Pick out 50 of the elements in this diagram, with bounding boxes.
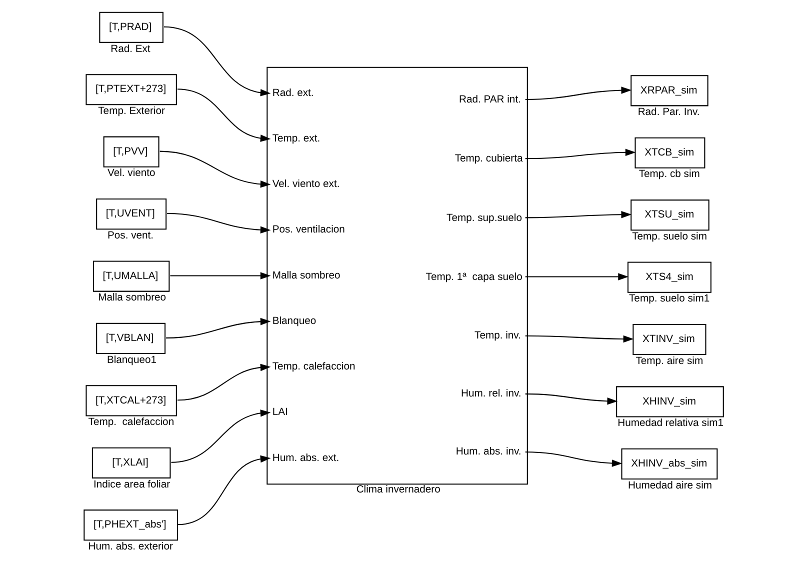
arrow bbox=[164, 26, 271, 96]
node-box: [T,XLAI] bbox=[92, 447, 171, 478]
node-label: Hum. abs. exterior bbox=[88, 541, 173, 552]
node-label: Temp. cb sim bbox=[638, 169, 700, 180]
node-label: Malla sombreo bbox=[98, 292, 166, 304]
arrow bbox=[177, 455, 271, 526]
arrow bbox=[167, 213, 271, 234]
node-label: Clima invernadero bbox=[356, 484, 440, 496]
arrow bbox=[525, 210, 632, 218]
node-label: Rad. Par. Inv. bbox=[638, 107, 700, 118]
node-box: [T,PHEXT_abs'] bbox=[84, 510, 178, 541]
node-box: Rad. ext. Temp. ext. Vel. viento ext. Pos. ventilacion Malla sombreo Blanqueo Temp. calefaccion LAI Hum. abs. ext. Rad. PAR int. Temp. cubierta Temp. sup.suelo Temp. 1ª capa suelo Temp. inv. Hum. rel. inv. Hum. abs. inv. bbox=[266, 66, 528, 485]
arrow bbox=[525, 148, 636, 160]
node-box: XHINV_sim bbox=[616, 386, 724, 418]
node-label: Temp. suelo sim bbox=[632, 231, 707, 242]
node-box: [T,PTEXT+273] bbox=[86, 74, 177, 106]
node-box: XTINV_sim bbox=[632, 324, 706, 356]
arrow bbox=[525, 86, 632, 100]
node-box: [T,VBLAN] bbox=[96, 322, 166, 354]
node-box: [T,PRAD] bbox=[99, 12, 164, 43]
node-box: [T,XTCAL+273] bbox=[86, 385, 177, 416]
node-box: XHINV_abs_sim bbox=[621, 448, 718, 480]
node-label: Rad. Ext bbox=[110, 44, 150, 55]
arrow bbox=[177, 364, 271, 401]
node-label: Blanqueo1 bbox=[106, 354, 157, 366]
node-label: Temp. calefaccion bbox=[88, 417, 174, 428]
node-label: Vel. viento bbox=[107, 168, 156, 180]
arrow bbox=[160, 150, 271, 188]
node-label: Humedad aire sim bbox=[628, 480, 712, 492]
node-box: [T,UMALLA] bbox=[92, 260, 170, 292]
node-box: [T,PVV] bbox=[103, 136, 160, 168]
node-label: Pos. vent. bbox=[107, 230, 154, 242]
node-label: Temp. Exterior bbox=[98, 106, 165, 117]
arrow bbox=[166, 318, 271, 338]
arrow bbox=[525, 335, 634, 343]
arrow bbox=[177, 88, 271, 142]
node-box: XTCB_sim bbox=[634, 137, 706, 168]
node-box: XTS4_sim bbox=[627, 262, 712, 293]
node-box: XTSU_sim bbox=[630, 200, 710, 231]
node-box: XRPAR_sim bbox=[630, 75, 708, 106]
arrow bbox=[525, 393, 618, 405]
arrow bbox=[170, 272, 271, 280]
node-box: [T,UVENT] bbox=[96, 198, 167, 230]
node-label: Temp. suelo sim1 bbox=[629, 294, 710, 305]
arrow bbox=[525, 452, 622, 467]
node-label: Temp. aire sim bbox=[636, 356, 704, 367]
node-label: Humedad relativa sim1 bbox=[618, 418, 724, 430]
arrow bbox=[171, 410, 271, 463]
node-label: Indice area foliar bbox=[93, 479, 170, 490]
arrow bbox=[525, 273, 629, 280]
